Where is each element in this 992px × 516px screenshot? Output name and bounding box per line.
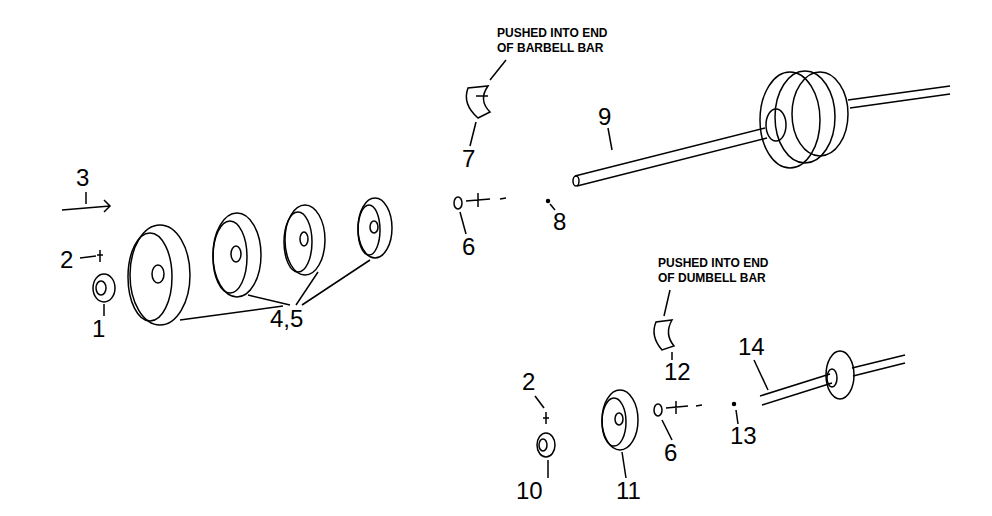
callout-number: 12 [664,359,691,385]
callout-number: 14 [738,334,765,360]
callout-number: 6 [664,440,677,466]
callout-number: 11 [616,478,641,504]
callout-number: 9 [598,104,611,130]
callout-number: 2 [60,247,73,273]
assembly-note: PUSHED INTO END OF BARBELL BAR [497,26,621,56]
callout-number: 2 [522,369,535,395]
callout-number: 7 [462,146,475,172]
callout-number: 10 [516,478,543,504]
callout-number: 8 [553,209,566,235]
callout-number: 13 [730,423,757,449]
callout-number: 1 [92,316,105,342]
callout-number: 6 [462,234,475,260]
callout-number: 4,5 [270,306,303,332]
assembly-note: PUSHED INTO END OF DUMBELL BAR [658,256,782,286]
callout-number: 3 [76,165,89,191]
